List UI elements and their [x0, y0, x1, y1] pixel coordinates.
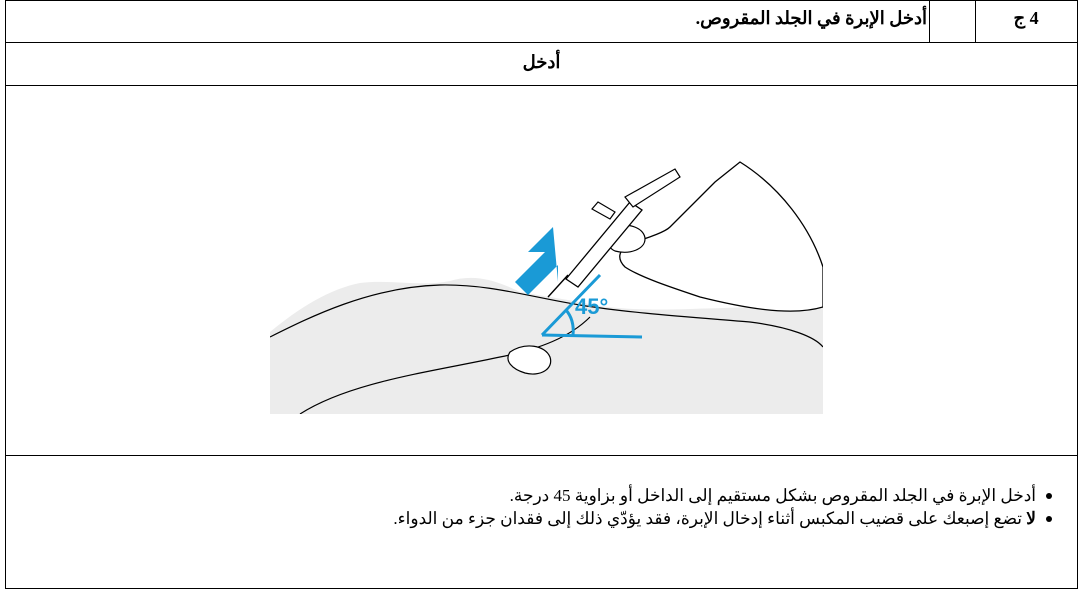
section-header: أدخل: [522, 52, 561, 72]
syringe: [547, 168, 681, 298]
instruction-text: أدخل الإبرة في الجلد المقروص بشكل مستقيم…: [509, 486, 1036, 505]
step-title: أدخل الإبرة في الجلد المقروص.: [695, 8, 927, 28]
step-table: [5, 0, 1078, 589]
step-number: 4 ج: [1013, 8, 1039, 28]
header-row-divider: [5, 42, 1078, 43]
bullet-icon: [1046, 493, 1052, 499]
pinch-finger: [507, 345, 552, 375]
instruction-emphasis: لا: [1026, 509, 1036, 528]
syringe-flange: [591, 201, 616, 220]
instruction-item: لا تضع إصبعك على قضيب المكبس أثناء إدخال…: [6, 507, 1058, 530]
angle-base: [541, 333, 643, 339]
syringe-barrel: [565, 201, 643, 288]
column-divider-inner: [929, 0, 930, 42]
direction-arrow: [515, 227, 558, 295]
instruction-list: أدخل الإبرة في الجلد المقروص بشكل مستقيم…: [6, 484, 1058, 530]
figure-row-divider: [5, 455, 1078, 456]
bullet-icon: [1046, 516, 1052, 522]
angle-arc: [564, 309, 575, 336]
injection-figure: 45°: [269, 157, 824, 415]
injection-illustration: 45°: [269, 157, 824, 415]
angle-ray: [540, 273, 602, 337]
syringe-plunger: [624, 168, 681, 208]
column-divider: [975, 0, 976, 42]
angle-label: 45°: [575, 294, 608, 319]
syringe-needle: [547, 274, 569, 298]
angle-indicator: 45°: [540, 273, 643, 339]
instruction-text: تضع إصبعك على قضيب المكبس أثناء إدخال ال…: [393, 509, 1027, 528]
pinching-hand: [619, 161, 824, 312]
section-row-divider: [5, 85, 1078, 86]
instruction-item: أدخل الإبرة في الجلد المقروص بشكل مستقيم…: [6, 484, 1058, 507]
